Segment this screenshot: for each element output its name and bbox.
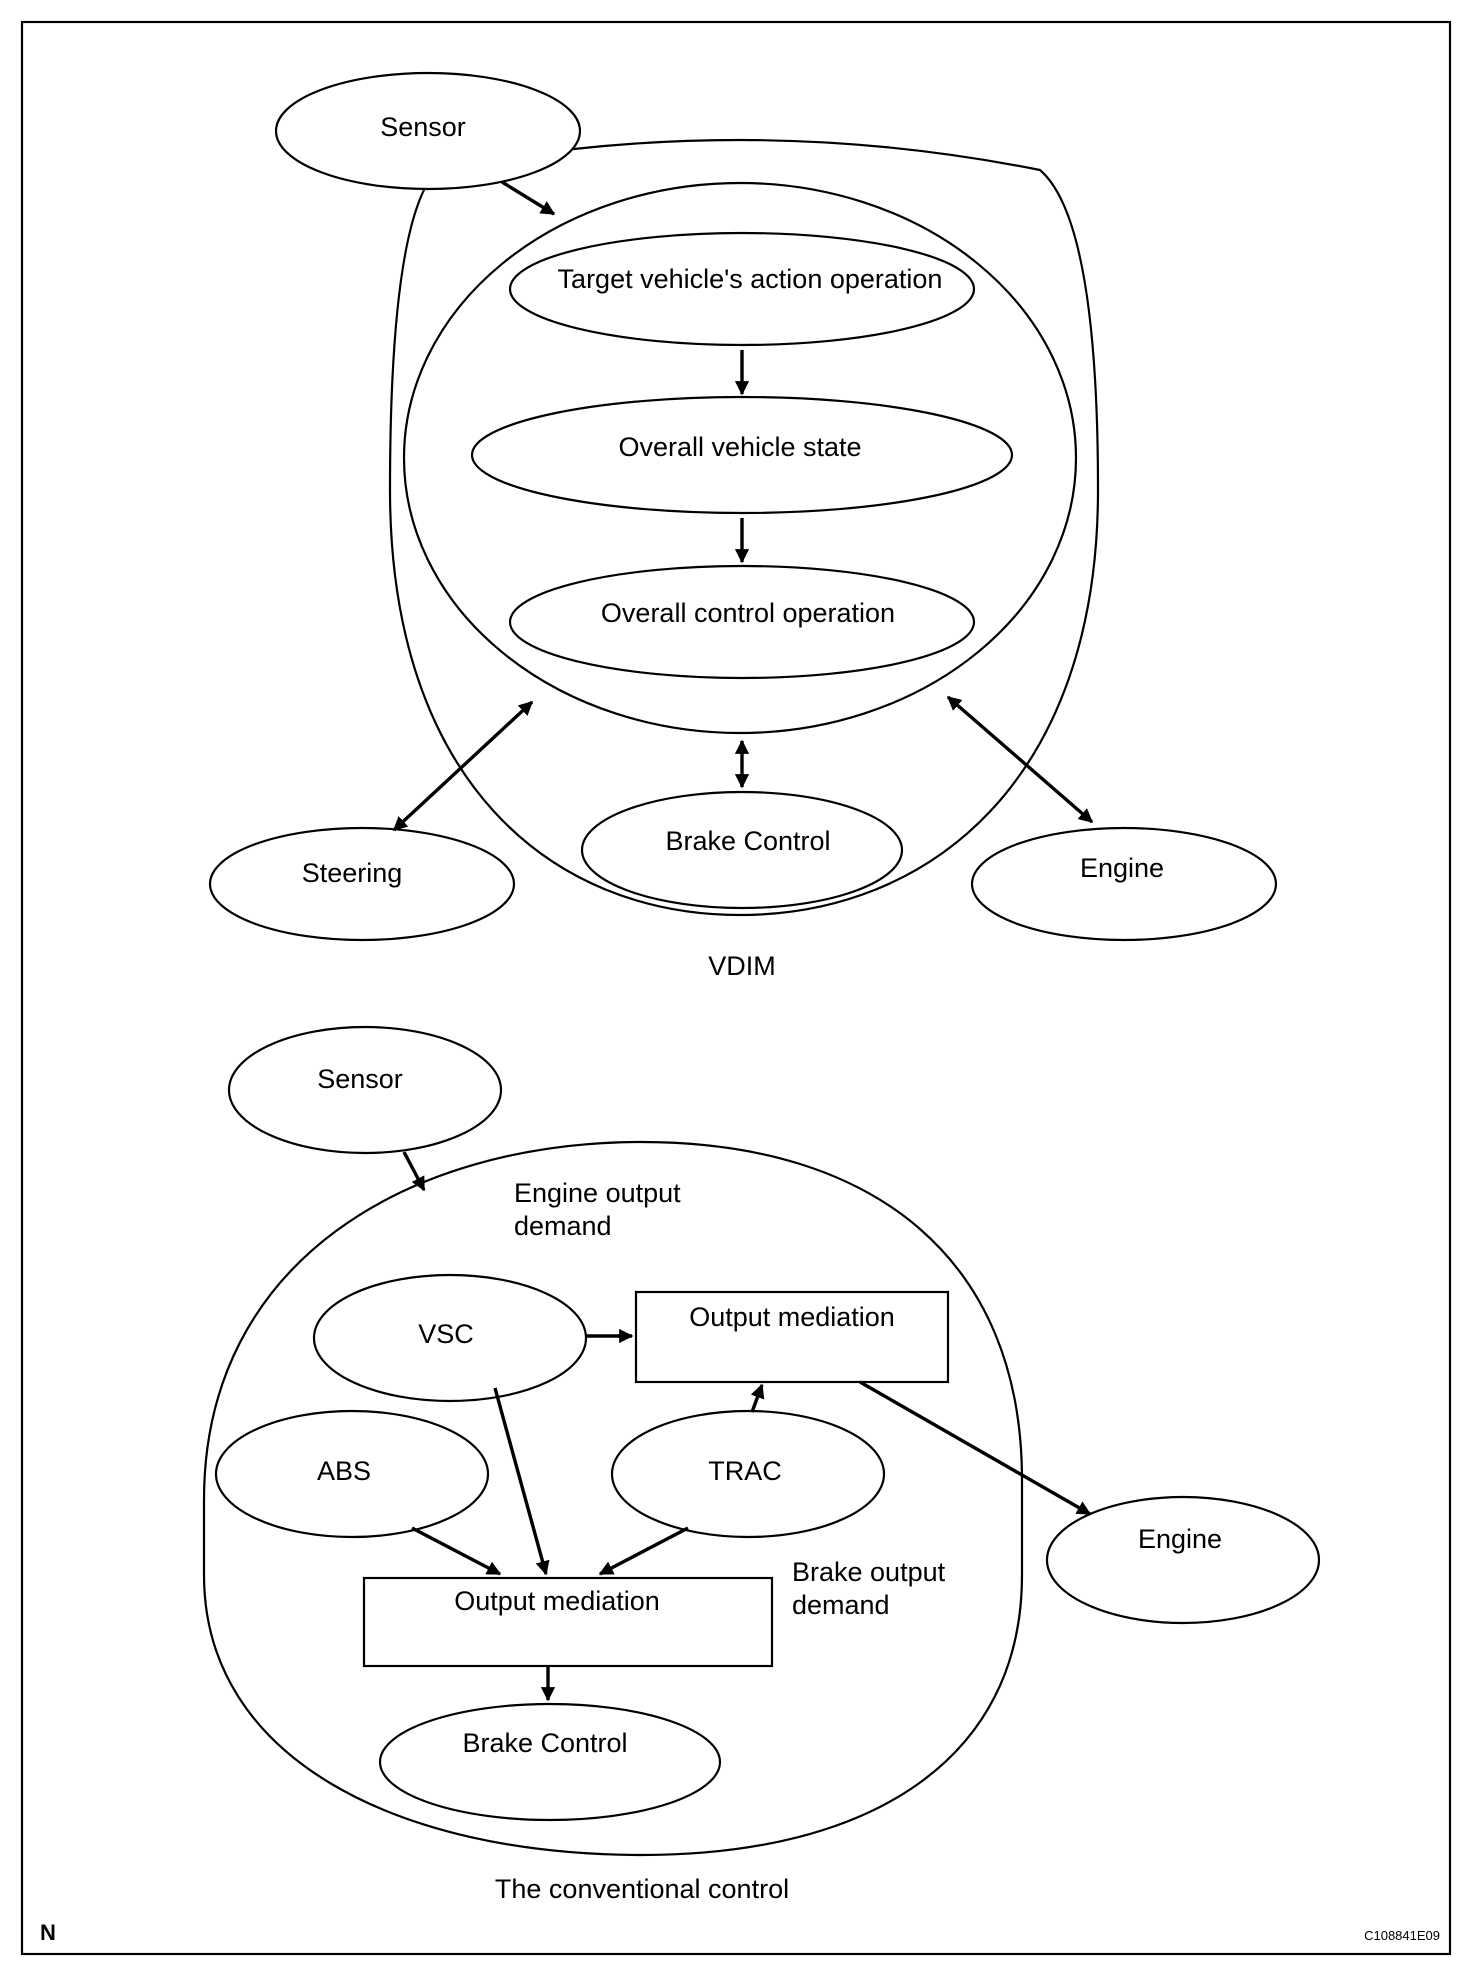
vdim-brake-control-node [580,790,904,910]
arrow-trac-to-output-mediation [750,1383,765,1413]
vdim-inner-boundary [402,181,1078,735]
output-mediation-top-box [634,1290,950,1384]
conventional-arrow-sensor-to-system [402,1151,426,1192]
output-mediation-bottom-label: Output mediation [454,1586,660,1616]
engine-output-demand-line1: Engine output [514,1178,681,1208]
vdim-engine-label: Engine [1080,853,1164,883]
vdim-caption: VDIM [708,951,776,981]
conventional-trac-label: TRAC [708,1456,782,1486]
conventional-boundary [202,1140,1024,1857]
conventional-brake-control-label: Brake Control [462,1728,627,1758]
vdim-sensor-label: Sensor [380,112,466,142]
vdim-sensor-node [274,71,582,191]
brake-output-demand-line1: Brake output [792,1557,946,1587]
conventional-sensor-node [227,1025,503,1155]
vdim-target-action-label: Target vehicle's action operation [558,264,943,294]
engine-output-demand-line2: demand [514,1211,612,1241]
vdim-arrow-engine-bidirectional [946,695,1094,824]
brake-output-demand-line2: demand [792,1590,890,1620]
vdim-outer-boundary [388,138,1100,917]
footer-letter: N [40,1920,56,1945]
vdim-overall-control-node [508,564,976,680]
arrow-trac-to-brake-mediation [598,1526,689,1576]
vdim-overall-state-node [470,395,1014,515]
conventional-engine-label: Engine [1138,1524,1222,1554]
page-border [20,20,1452,1956]
vdim-arrow-steering-bidirectional [392,700,534,832]
conventional-vsc-node [312,1273,588,1403]
output-mediation-top-label: Output mediation [689,1302,895,1332]
footer-code: C108841E09 [1364,1928,1440,1943]
vdim-brake-control-label: Brake Control [665,826,830,856]
arrow-vsc-to-brake-mediation [493,1387,550,1576]
vdim-steering-node [208,826,516,942]
vdim-diagram: Sensor Target vehicle's action operation… [208,71,1278,981]
conventional-caption: The conventional control [495,1874,789,1904]
arrow-output-mediation-to-engine [859,1380,1092,1516]
engine-output-demand-label: Engine output demand [514,1178,688,1241]
arrow-abs-to-brake-mediation [411,1526,502,1576]
vdim-arrow-sensor-to-system [501,180,556,216]
vdim-steering-label: Steering [302,858,403,888]
brake-output-demand-label: Brake output demand [792,1557,953,1620]
conventional-diagram: Sensor Engine output demand VSC Output m… [202,1025,1321,1904]
conventional-trac-node [610,1409,886,1539]
conventional-brake-control-node [378,1702,722,1822]
output-mediation-bottom-box [362,1576,774,1668]
conventional-abs-label: ABS [317,1456,371,1486]
conventional-vsc-label: VSC [418,1319,474,1349]
vdim-overall-state-label: Overall vehicle state [618,432,861,462]
vdim-target-action-node [508,231,976,347]
conventional-sensor-label: Sensor [317,1064,403,1094]
vdim-overall-control-label: Overall control operation [601,598,895,628]
conventional-abs-node [214,1409,490,1539]
conventional-engine-node [1045,1495,1321,1625]
vdim-engine-node [970,826,1278,942]
